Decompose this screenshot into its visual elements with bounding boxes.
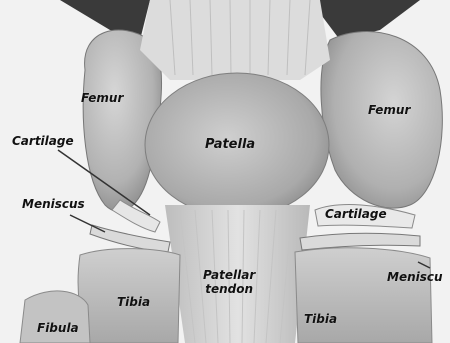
patella-label: Patella [205,138,255,151]
tibia-right-label: Tibia [304,313,337,325]
tibia-left-label: Tibia [117,296,150,308]
femur-right-label: Femur [368,104,410,116]
meniscus-left-label: Meniscus [22,198,85,210]
cartilage-right-label: Cartilage [325,208,387,220]
cartilage-left-label: Cartilage [12,135,74,147]
quad-tendon-shape [140,0,330,80]
patellar-tendon-label-line1: Patellar [203,268,255,282]
fibula-shape [20,291,90,343]
patellar-tendon-label-line2: tendon [203,282,255,296]
tibia-right-shape [295,248,432,343]
meniscus-right-label: Meniscu [387,271,443,283]
fibula-label: Fibula [37,322,79,334]
patellar-tendon-label: Patellar tendon [203,268,255,297]
femur-left-label: Femur [81,92,123,104]
